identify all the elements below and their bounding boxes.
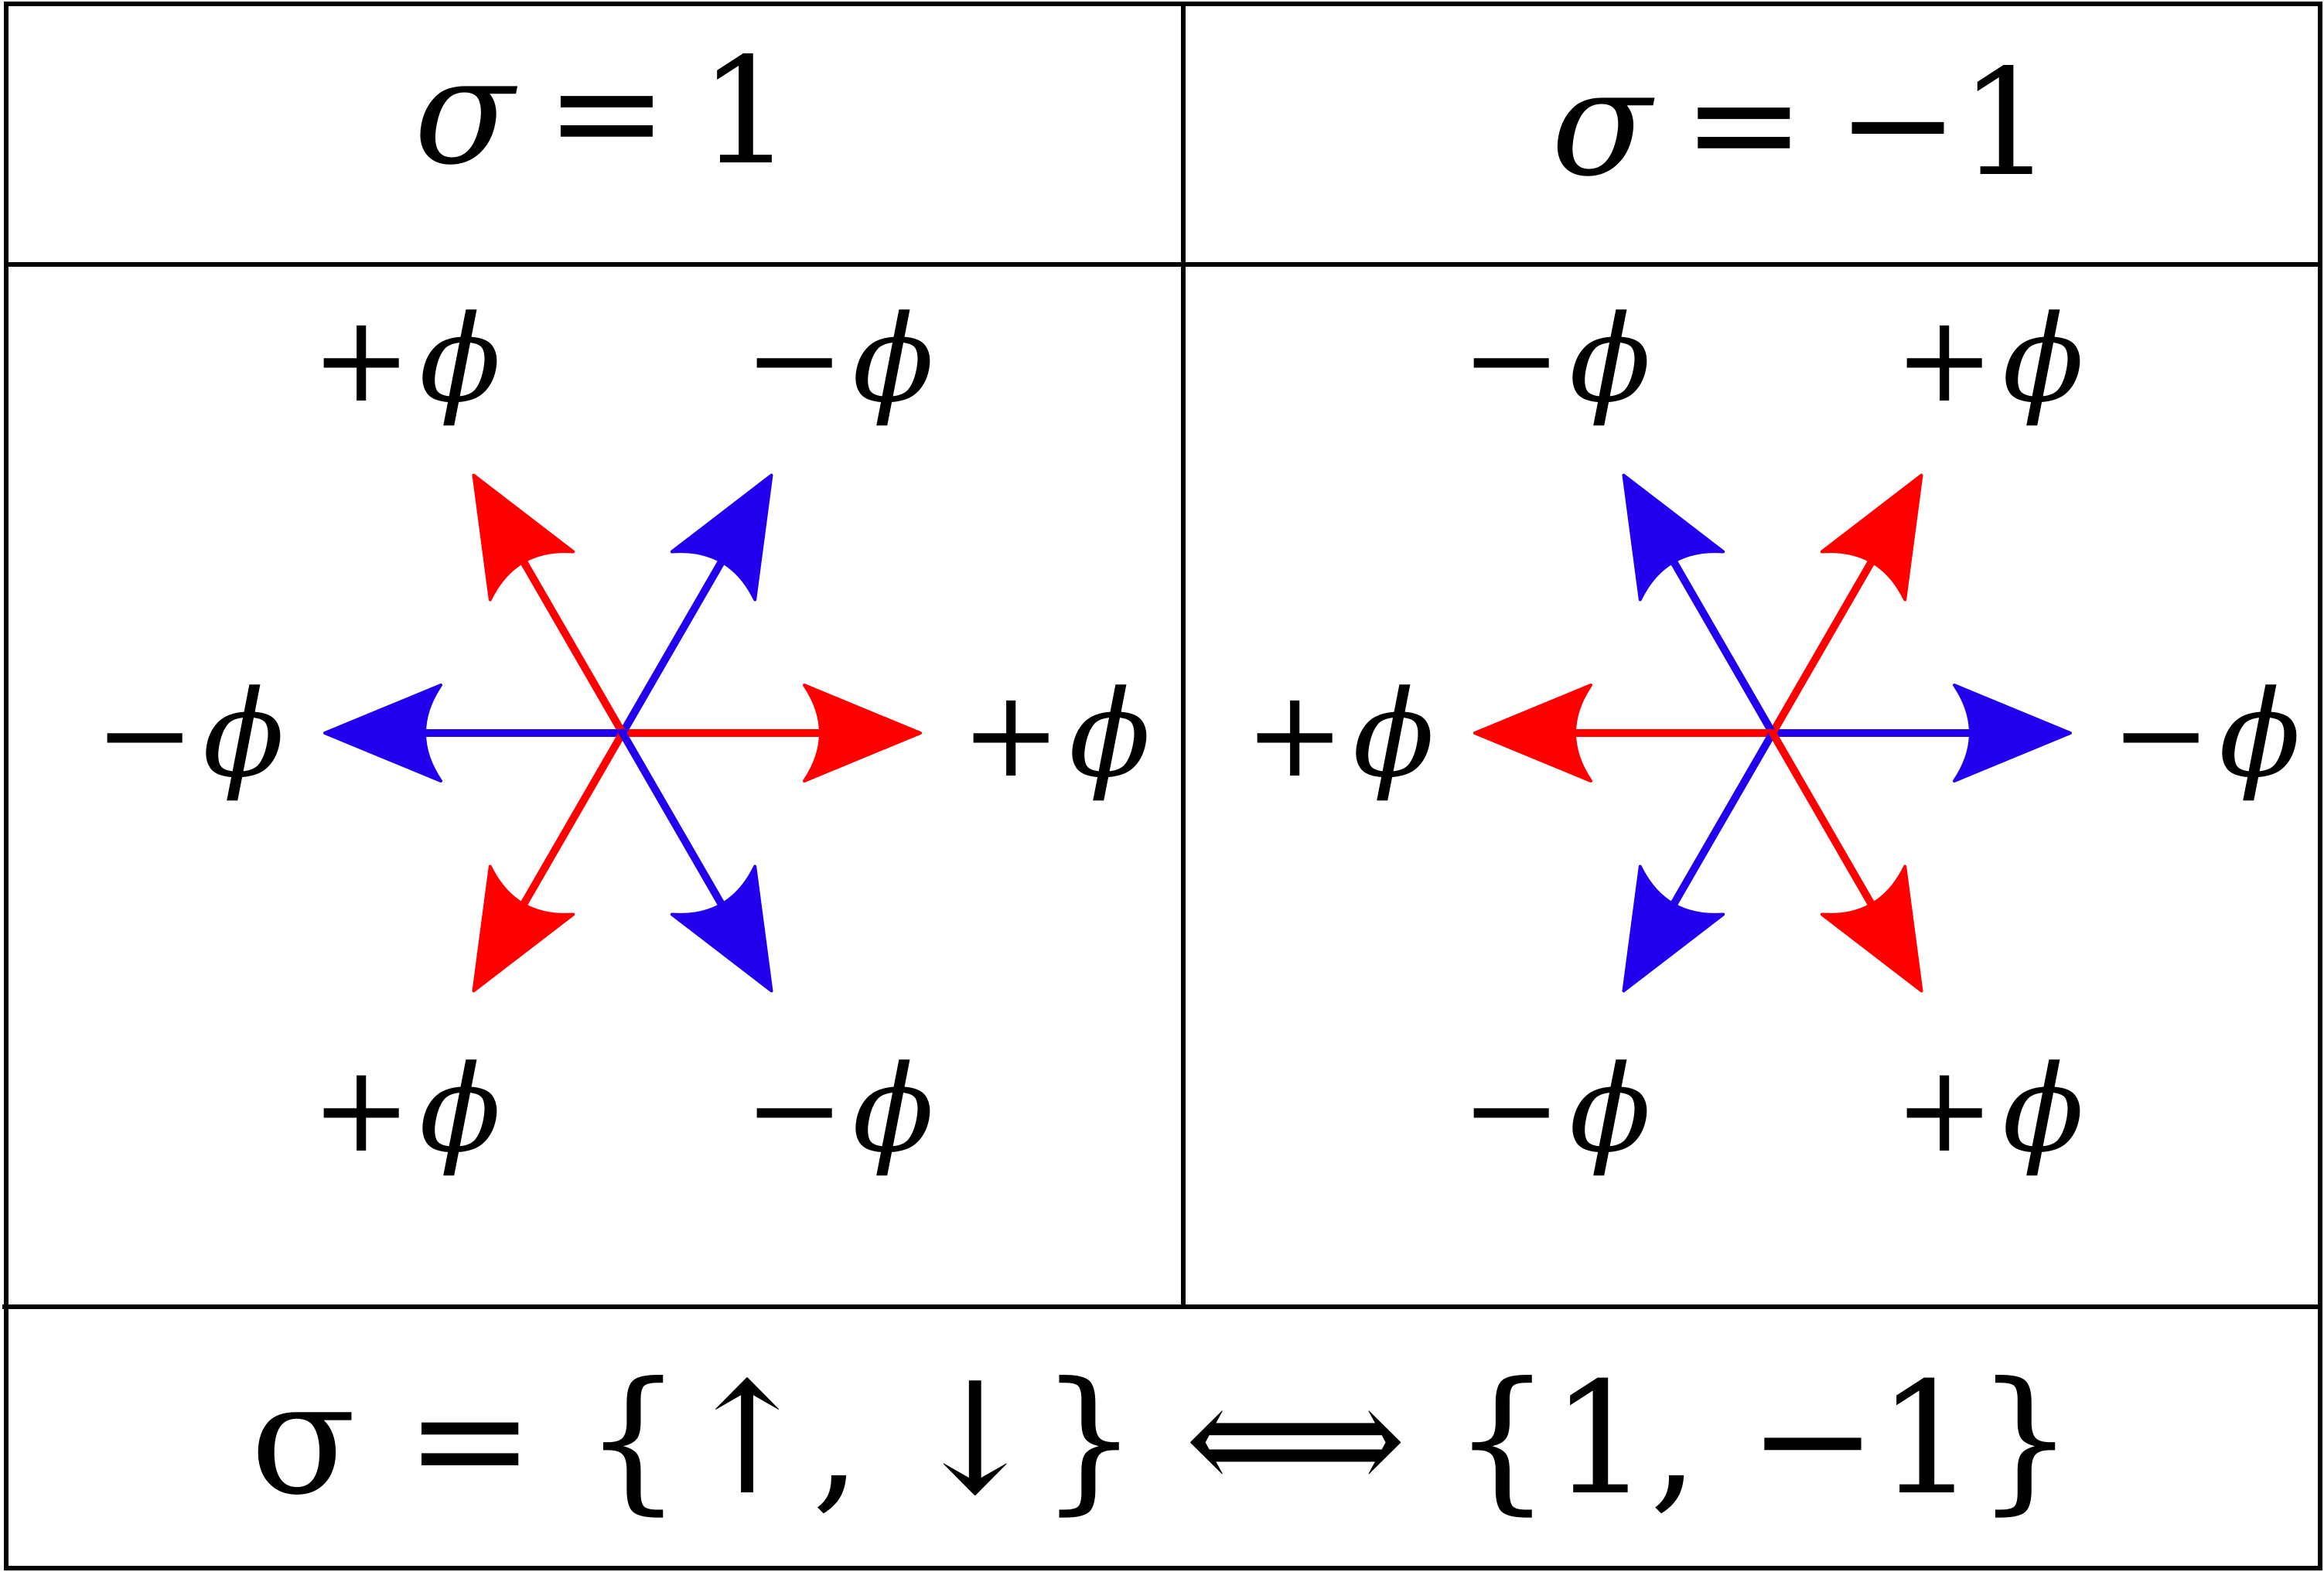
arrow-label: +ϕ — [311, 289, 501, 429]
footer-rhs: {1, −1} — [1453, 1349, 2075, 1529]
arrow-shaft — [1661, 544, 1776, 737]
arrow-shaft — [619, 729, 734, 922]
arrow-60: −ϕ — [619, 289, 934, 737]
footer-connector: ⟺ — [1185, 1349, 1407, 1529]
header-left-equation: σ=1 — [414, 26, 793, 197]
arrow-label: +ϕ — [311, 1039, 501, 1179]
header-left-value: 1 — [699, 26, 793, 197]
arrow-head — [1953, 684, 2072, 783]
arrow-240: +ϕ — [311, 729, 626, 1179]
arrow-120: +ϕ — [311, 289, 626, 737]
arrow-head — [1622, 473, 1725, 602]
arrow-shaft — [1769, 729, 1884, 922]
footer-lhs: σ = {↑, ↓} — [251, 1349, 1138, 1529]
arrow-label: −ϕ — [744, 289, 934, 429]
arrow-label: +ϕ — [1894, 289, 2084, 429]
panel-sigma-minus-one: −ϕ +ϕ −ϕ +ϕ −ϕ +ϕ — [1244, 289, 2301, 1179]
arrow-300: −ϕ — [619, 729, 934, 1179]
header-left-symbol: σ — [414, 26, 517, 197]
arrow-shaft — [1661, 729, 1776, 922]
arrow-head — [1820, 864, 1923, 993]
arrow-0: +ϕ — [619, 664, 1151, 804]
arrow-shaft — [511, 544, 626, 737]
arrow-head — [670, 864, 773, 993]
arrow-label: +ϕ — [961, 664, 1151, 804]
arrow-head — [323, 684, 442, 783]
header-right: σ=−1 — [1551, 38, 2053, 209]
arrow-head — [472, 864, 575, 993]
arrow-label: +ϕ — [1244, 664, 1435, 804]
arrow-label: −ϕ — [2111, 664, 2301, 804]
arrow-180: +ϕ — [1244, 664, 1776, 804]
arrow-label: −ϕ — [744, 1039, 934, 1179]
footer-equation: σ = {↑, ↓} ⟺ {1, −1} — [251, 1349, 2074, 1529]
arrow-head — [803, 684, 922, 783]
arrow-300: +ϕ — [1769, 729, 2084, 1179]
header-left-relation: = — [545, 26, 668, 197]
header-left: σ=1 — [414, 26, 793, 197]
arrow-label: −ϕ — [1461, 289, 1651, 429]
arrow-head — [1473, 684, 1592, 783]
arrow-0: −ϕ — [1769, 664, 2301, 804]
arrow-60: +ϕ — [1769, 289, 2084, 737]
arrow-shaft — [1769, 544, 1884, 737]
arrow-head — [670, 473, 773, 602]
arrow-shaft — [511, 729, 626, 922]
header-right-relation: = — [1682, 38, 1805, 209]
arrow-shaft — [619, 544, 734, 737]
header-right-symbol: σ — [1551, 38, 1655, 209]
arrow-label: −ϕ — [94, 664, 285, 804]
arrow-240: −ϕ — [1461, 729, 1776, 1179]
arrow-120: −ϕ — [1461, 289, 1776, 737]
panel-sigma-plus-one: +ϕ −ϕ +ϕ −ϕ +ϕ −ϕ — [94, 289, 1151, 1179]
footer: σ = {↑, ↓} ⟺ {1, −1} — [251, 1349, 2074, 1529]
outer-frame — [4, 2, 2322, 1570]
arrow-label: +ϕ — [1894, 1039, 2084, 1179]
header-right-value: −1 — [1836, 38, 2053, 209]
arrow-head — [1622, 864, 1725, 993]
header-right-equation: σ=−1 — [1551, 38, 2053, 209]
arrow-head — [1820, 473, 1923, 602]
arrow-180: −ϕ — [94, 664, 626, 804]
arrow-label: −ϕ — [1461, 1039, 1651, 1179]
arrow-head — [472, 473, 575, 602]
